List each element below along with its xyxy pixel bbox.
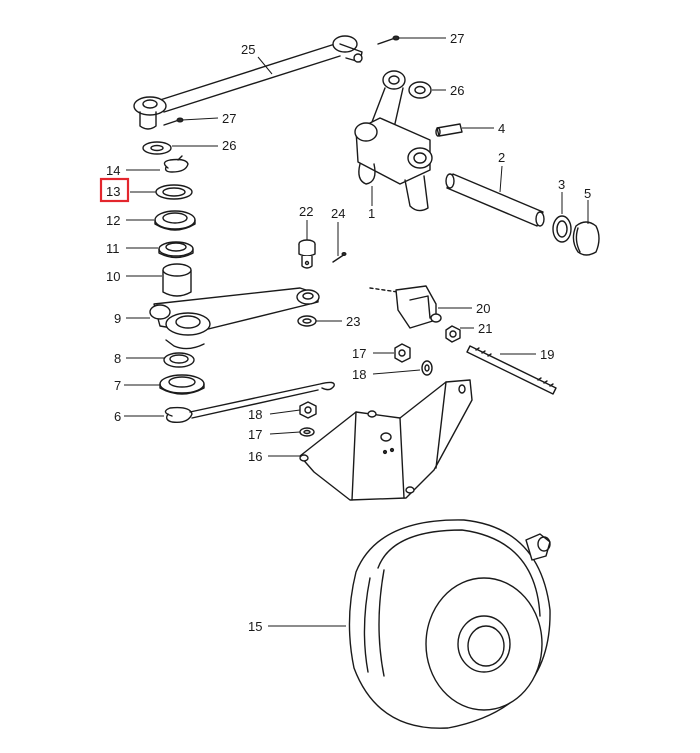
part-6-spring: [164, 381, 335, 424]
callout-20: 20: [476, 301, 490, 316]
part-17-washer-left: [299, 427, 315, 437]
part-19-threaded-rod: [466, 345, 557, 395]
callout-6: 6: [114, 409, 121, 424]
callout-21: 21: [478, 321, 492, 336]
callout-19: 19: [540, 347, 554, 362]
callout-13-highlight: [99, 177, 130, 203]
part-24-pin: [332, 252, 347, 263]
part-9-lever: [149, 287, 320, 350]
callout-24: 24: [331, 206, 345, 221]
callout-11: 11: [106, 241, 120, 256]
callout-25: 25: [241, 42, 255, 57]
part-5-knob: [572, 221, 600, 256]
part-20-clevis: [369, 285, 442, 329]
part-22-bolt: [298, 239, 316, 269]
callout-8: 8: [114, 351, 121, 366]
callout-23: 23: [346, 314, 360, 329]
callout-13: 13: [106, 184, 120, 199]
callout-18-left: 18: [248, 407, 262, 422]
callout-17-left: 17: [248, 427, 262, 442]
part-2-shaft: [445, 173, 545, 227]
callout-27-upper: 27: [450, 31, 464, 46]
callout-9: 9: [114, 311, 121, 326]
part-3-ring: [552, 215, 572, 243]
part-26-washer-lower: [142, 141, 172, 155]
part-18-washer-right: [421, 360, 433, 376]
part-4-pin: [435, 123, 463, 137]
callout-1: 1: [368, 206, 375, 221]
callout-26-lower: 26: [222, 138, 236, 153]
part-25-rod: [133, 35, 363, 130]
part-8-ring: [163, 352, 195, 368]
part-16-bracket: [299, 379, 473, 501]
part-21-nut: [445, 325, 461, 343]
part-26-washer-upper: [408, 81, 432, 99]
part-7-seal: [159, 374, 205, 395]
part-12-seal: [154, 210, 196, 231]
leader-lines: [124, 37, 589, 627]
callout-26-upper: 26: [450, 83, 464, 98]
part-15-drum: [348, 519, 551, 729]
callout-12: 12: [106, 213, 120, 228]
part-27-pin-upper: [377, 35, 400, 45]
part-17-nut-right: [394, 343, 411, 363]
callout-27-lower: 27: [222, 111, 236, 126]
callout-labels: 25 27 26 27 26 4 2 3 5 1 14 13 12 11 10 …: [99, 31, 591, 634]
part-27-pin-lower: [163, 117, 184, 126]
part-11-ring: [158, 241, 194, 259]
callout-15: 15: [248, 619, 262, 634]
part-23-washer: [297, 315, 317, 327]
part-13-washer: [155, 184, 193, 200]
callout-10: 10: [106, 269, 120, 284]
callout-22: 22: [299, 204, 313, 219]
callout-2: 2: [498, 150, 505, 165]
callout-4: 4: [498, 121, 505, 136]
part-14-circlip: [163, 155, 189, 173]
part-18-nut-left: [299, 401, 317, 419]
callout-3: 3: [558, 177, 565, 192]
callout-14: 14: [106, 163, 120, 178]
callout-16: 16: [248, 449, 262, 464]
callout-18-right: 18: [352, 367, 366, 382]
callout-17-right: 17: [352, 346, 366, 361]
part-1-bell-crank: [354, 70, 433, 212]
callout-5: 5: [584, 186, 591, 201]
callout-7: 7: [114, 378, 121, 393]
part-10-bushing: [162, 263, 192, 297]
